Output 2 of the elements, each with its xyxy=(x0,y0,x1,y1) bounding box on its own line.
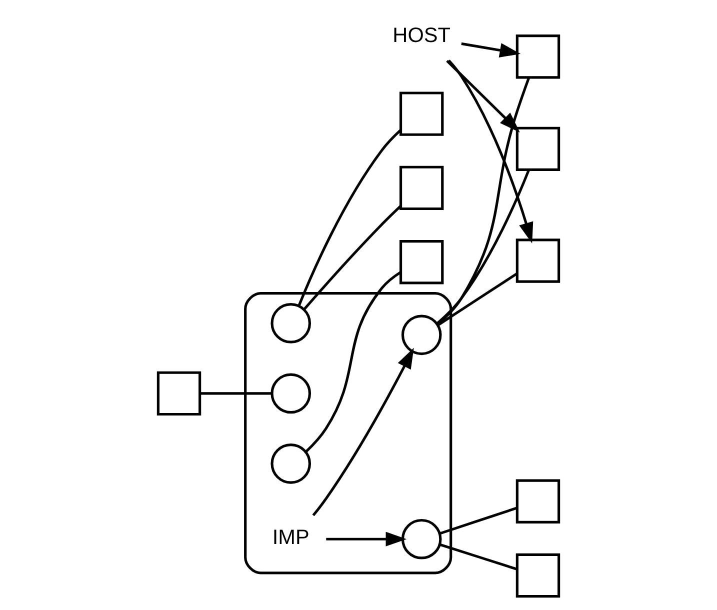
node-text: IMP xyxy=(272,526,310,550)
node-text: HOST xyxy=(392,24,450,48)
